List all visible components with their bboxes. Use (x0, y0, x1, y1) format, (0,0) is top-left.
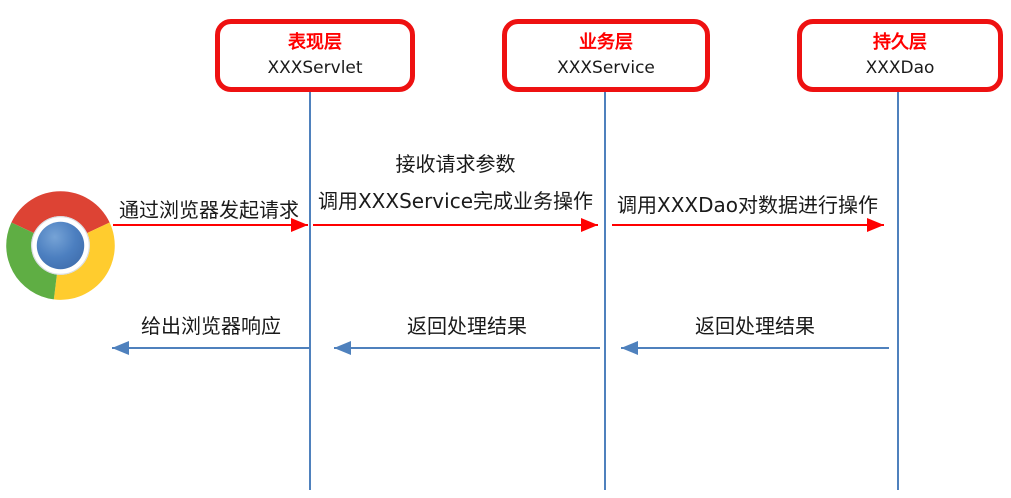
request-arrow-browser-to-servlet (113, 218, 308, 232)
request-browser-label: 通过浏览器发起请求 (119, 198, 299, 222)
request-service-label: 调用XXXDao对数据进行操作 (617, 193, 878, 217)
dao-lifeline (897, 92, 899, 490)
response-arrow-dao-to-service (621, 341, 889, 355)
response-browser-label: 给出浏览器响应 (141, 314, 281, 338)
presentation-layer-title: 表现层 (288, 32, 342, 53)
presentation-layer-component: XXXServlet (267, 58, 363, 78)
business-layer-box: 业务层 XXXService (502, 19, 710, 92)
response-service-label: 返回处理结果 (695, 314, 815, 338)
request-servlet-label: 接收请求参数 调用XXXService完成业务操作 (310, 152, 601, 213)
persistence-layer-component: XXXDao (865, 58, 935, 78)
request-servlet-label-line2: 调用XXXService完成业务操作 (317, 189, 594, 213)
persistence-layer-title: 持久层 (873, 32, 927, 53)
request-arrow-servlet-to-service (313, 218, 598, 232)
business-layer-title: 业务层 (579, 32, 633, 53)
response-arrow-service-to-servlet (334, 341, 600, 355)
service-lifeline (604, 92, 606, 490)
request-arrow-service-to-dao (612, 218, 884, 232)
response-servlet-label: 返回处理结果 (407, 314, 527, 338)
chrome-browser-icon (4, 189, 117, 302)
response-arrow-servlet-to-browser (112, 341, 310, 355)
request-servlet-label-line1: 接收请求参数 (395, 152, 516, 176)
servlet-lifeline (309, 92, 311, 490)
presentation-layer-box: 表现层 XXXServlet (215, 19, 415, 92)
business-layer-component: XXXService (557, 58, 655, 78)
persistence-layer-box: 持久层 XXXDao (797, 19, 1003, 92)
